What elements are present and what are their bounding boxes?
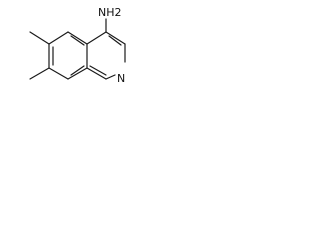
bond — [86, 67, 107, 80]
double-bond-inner — [89, 65, 107, 76]
methyl-bond-lower — [29, 67, 50, 80]
bond — [67, 31, 88, 45]
double-bond-inner — [70, 35, 85, 46]
quinoline-structure-diagram: NH2 N — [29, 6, 126, 85]
amine-label: NH2 — [98, 6, 122, 19]
structure-canvas: NH2 N — [0, 0, 137, 111]
bond — [67, 67, 88, 80]
double-bond-inner — [70, 65, 85, 76]
bond — [86, 31, 107, 45]
bond — [105, 31, 126, 45]
ring-nitrogen-label: N — [117, 72, 125, 85]
bond — [48, 67, 69, 80]
double-bond-inner — [108, 35, 122, 46]
bond — [48, 31, 69, 45]
bond-lines — [29, 18, 126, 80]
bond — [105, 74, 116, 80]
methyl-bond-upper — [29, 31, 50, 45]
